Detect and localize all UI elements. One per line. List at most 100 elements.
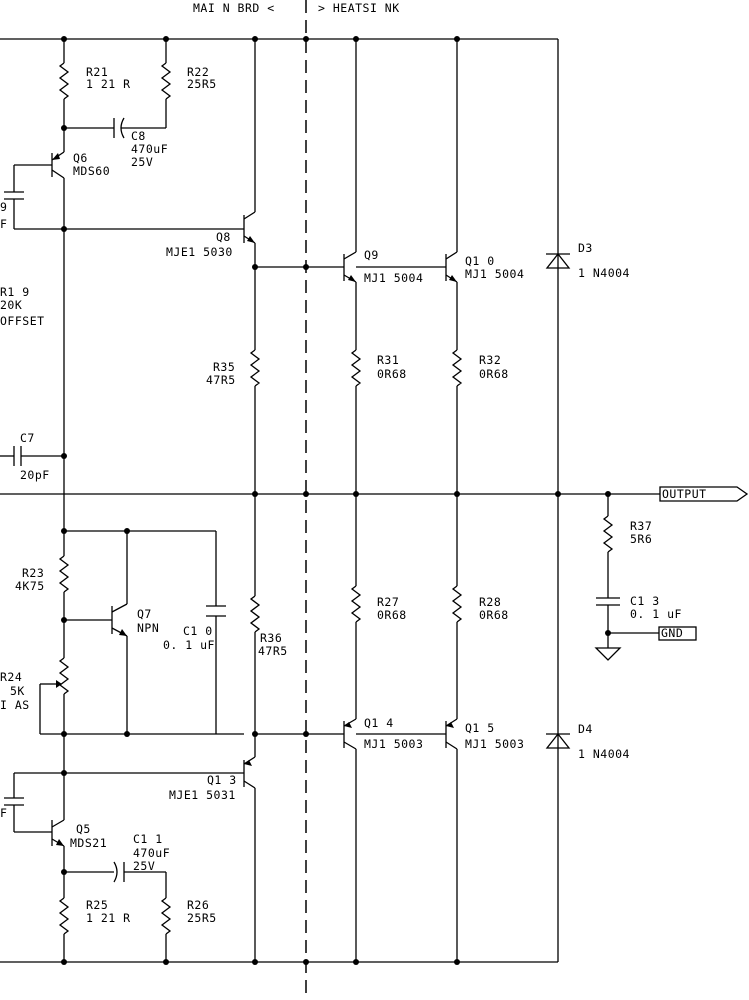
q6-ref: Q6 bbox=[73, 151, 88, 165]
q15-ref: Q1 5 bbox=[465, 721, 495, 735]
r36-ref: R36 bbox=[260, 631, 282, 645]
q9-ref: Q9 bbox=[364, 248, 379, 262]
ground-symbol-icon bbox=[594, 647, 622, 661]
c11-value: 470uF bbox=[133, 846, 170, 860]
transistor-q13 bbox=[64, 494, 261, 962]
r31-value: 0R68 bbox=[377, 367, 407, 381]
capacitor-c9 bbox=[4, 165, 244, 230]
diode-d4 bbox=[545, 494, 571, 749]
transistor-q9 bbox=[343, 39, 362, 494]
capacitor-c8 bbox=[64, 117, 166, 139]
r32-ref: R32 bbox=[479, 353, 501, 367]
capacitor-c13 bbox=[596, 597, 659, 648]
positive-rail bbox=[0, 38, 559, 246]
capacitor-c7 bbox=[0, 446, 64, 466]
c13-ref: C1 3 bbox=[630, 594, 660, 608]
r19-ref: R1 9 bbox=[0, 285, 30, 299]
c7-ref: C7 bbox=[20, 431, 35, 445]
c9-ref: 9 bbox=[0, 200, 7, 214]
capacitor-c11 bbox=[64, 861, 166, 883]
c8-value: 470uF bbox=[131, 142, 168, 156]
c8-voltage: 25V bbox=[131, 155, 153, 169]
c11-ref: C1 1 bbox=[133, 832, 163, 846]
q14-part: MJ1 5003 bbox=[364, 737, 423, 751]
q6-part: MDS60 bbox=[73, 164, 110, 178]
r32-value: 0R68 bbox=[479, 367, 509, 381]
r22-ref: R22 bbox=[187, 65, 209, 79]
transistor-q10 bbox=[445, 39, 463, 494]
c8-ref: C8 bbox=[131, 129, 146, 143]
c10-ref: C1 0 bbox=[183, 624, 213, 638]
r28-value: 0R68 bbox=[479, 608, 509, 622]
diode-d3 bbox=[545, 246, 571, 494]
gnd-port-label: GND bbox=[661, 626, 683, 640]
q5-part: MDS21 bbox=[70, 836, 107, 850]
capacitor-c10 bbox=[206, 605, 226, 617]
q8-part: MJE1 5030 bbox=[166, 245, 233, 259]
r28-ref: R28 bbox=[479, 595, 501, 609]
r35-value: 47R5 bbox=[206, 373, 236, 387]
r27-value: 0R68 bbox=[377, 608, 407, 622]
d4-ref: D4 bbox=[578, 722, 593, 736]
r37-ref: R37 bbox=[630, 519, 652, 533]
q7-ref: Q7 bbox=[137, 607, 152, 621]
r37-value: 5R6 bbox=[630, 532, 652, 546]
d4-part: 1 N4004 bbox=[578, 747, 630, 761]
r25-value: 1 21 R bbox=[86, 911, 131, 925]
potentiometer-r24 bbox=[39, 657, 244, 820]
c7-value: 20pF bbox=[20, 468, 50, 482]
resistor-r37 bbox=[602, 494, 614, 598]
resistor-r23 bbox=[58, 494, 70, 658]
r21-value: 1 21 R bbox=[86, 77, 131, 91]
r31-ref: R31 bbox=[377, 353, 399, 367]
q10-part: MJ1 5004 bbox=[465, 267, 524, 281]
q14-ref: Q1 4 bbox=[364, 716, 394, 730]
capacitor-c12 bbox=[4, 772, 64, 833]
r22-value: 25R5 bbox=[187, 77, 217, 91]
q5-ref: Q5 bbox=[76, 822, 91, 836]
c11-voltage: 25V bbox=[133, 859, 155, 873]
d3-part: 1 N4004 bbox=[578, 266, 630, 280]
resistor-r25 bbox=[58, 872, 70, 962]
r35-ref: R35 bbox=[213, 360, 235, 374]
output-port-label: OUTPUT bbox=[662, 487, 707, 501]
q13-ref: Q1 3 bbox=[207, 773, 237, 787]
junction-dots bbox=[61, 36, 611, 965]
q15-part: MJ1 5003 bbox=[465, 737, 524, 751]
gnd-port bbox=[658, 626, 697, 641]
c10-value: 0. 1 uF bbox=[163, 638, 215, 652]
r19-value: 20K bbox=[0, 298, 22, 312]
d3-ref: D3 bbox=[578, 241, 593, 255]
q8-ref: Q8 bbox=[216, 230, 231, 244]
r25-ref: R25 bbox=[86, 898, 108, 912]
r23-ref: R23 bbox=[22, 566, 44, 580]
r21-ref: R21 bbox=[86, 65, 108, 79]
resistor-r35 bbox=[249, 349, 261, 494]
transistor-q14 bbox=[343, 494, 362, 962]
r24-value: 5K bbox=[10, 684, 25, 698]
q13-part: MJE1 5031 bbox=[169, 788, 236, 802]
r26-value: 25R5 bbox=[187, 911, 217, 925]
r24-ref: R24 bbox=[0, 670, 22, 684]
resistor-r22 bbox=[160, 39, 172, 128]
resistor-r21 bbox=[58, 39, 70, 128]
transistor-q6 bbox=[14, 128, 65, 229]
c12-value: F bbox=[0, 806, 7, 820]
q9-part: MJ1 5004 bbox=[364, 271, 423, 285]
c9-value: F bbox=[0, 217, 7, 231]
transistor-q15 bbox=[445, 494, 463, 962]
negative-rail bbox=[0, 748, 559, 963]
r36-value: 47R5 bbox=[258, 644, 288, 658]
c13-value: 0. 1 uF bbox=[630, 607, 682, 621]
transistor-q8 bbox=[243, 39, 256, 350]
bias-top-wire bbox=[64, 530, 217, 734]
q10-ref: Q1 0 bbox=[465, 254, 495, 268]
resistor-r26 bbox=[160, 872, 172, 962]
r27-ref: R27 bbox=[377, 595, 399, 609]
r23-value: 4K75 bbox=[15, 579, 45, 593]
transistor-q5 bbox=[51, 819, 65, 872]
r26-ref: R26 bbox=[187, 898, 209, 912]
r24-note: I AS bbox=[0, 698, 30, 712]
main-board-label: MAI N BRD < bbox=[193, 1, 275, 15]
